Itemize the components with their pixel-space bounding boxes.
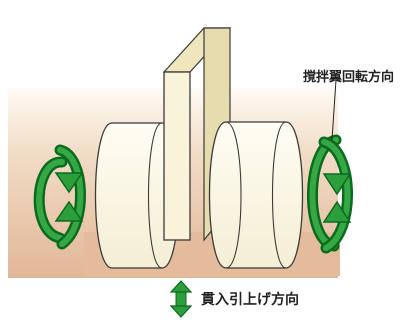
rotation-arrow-left-icon [33,144,86,250]
blade-front [163,71,191,241]
rotation-direction-label: 撹拌翼回転方向 [303,70,395,85]
lift-direction-label: 貫入引上げ方向 [201,292,299,308]
rotation-arrow-right-icon [307,134,353,254]
rotation-leader-line [331,79,337,141]
right-cylinder [208,121,304,269]
lift-direction-arrow-icon [169,280,193,318]
